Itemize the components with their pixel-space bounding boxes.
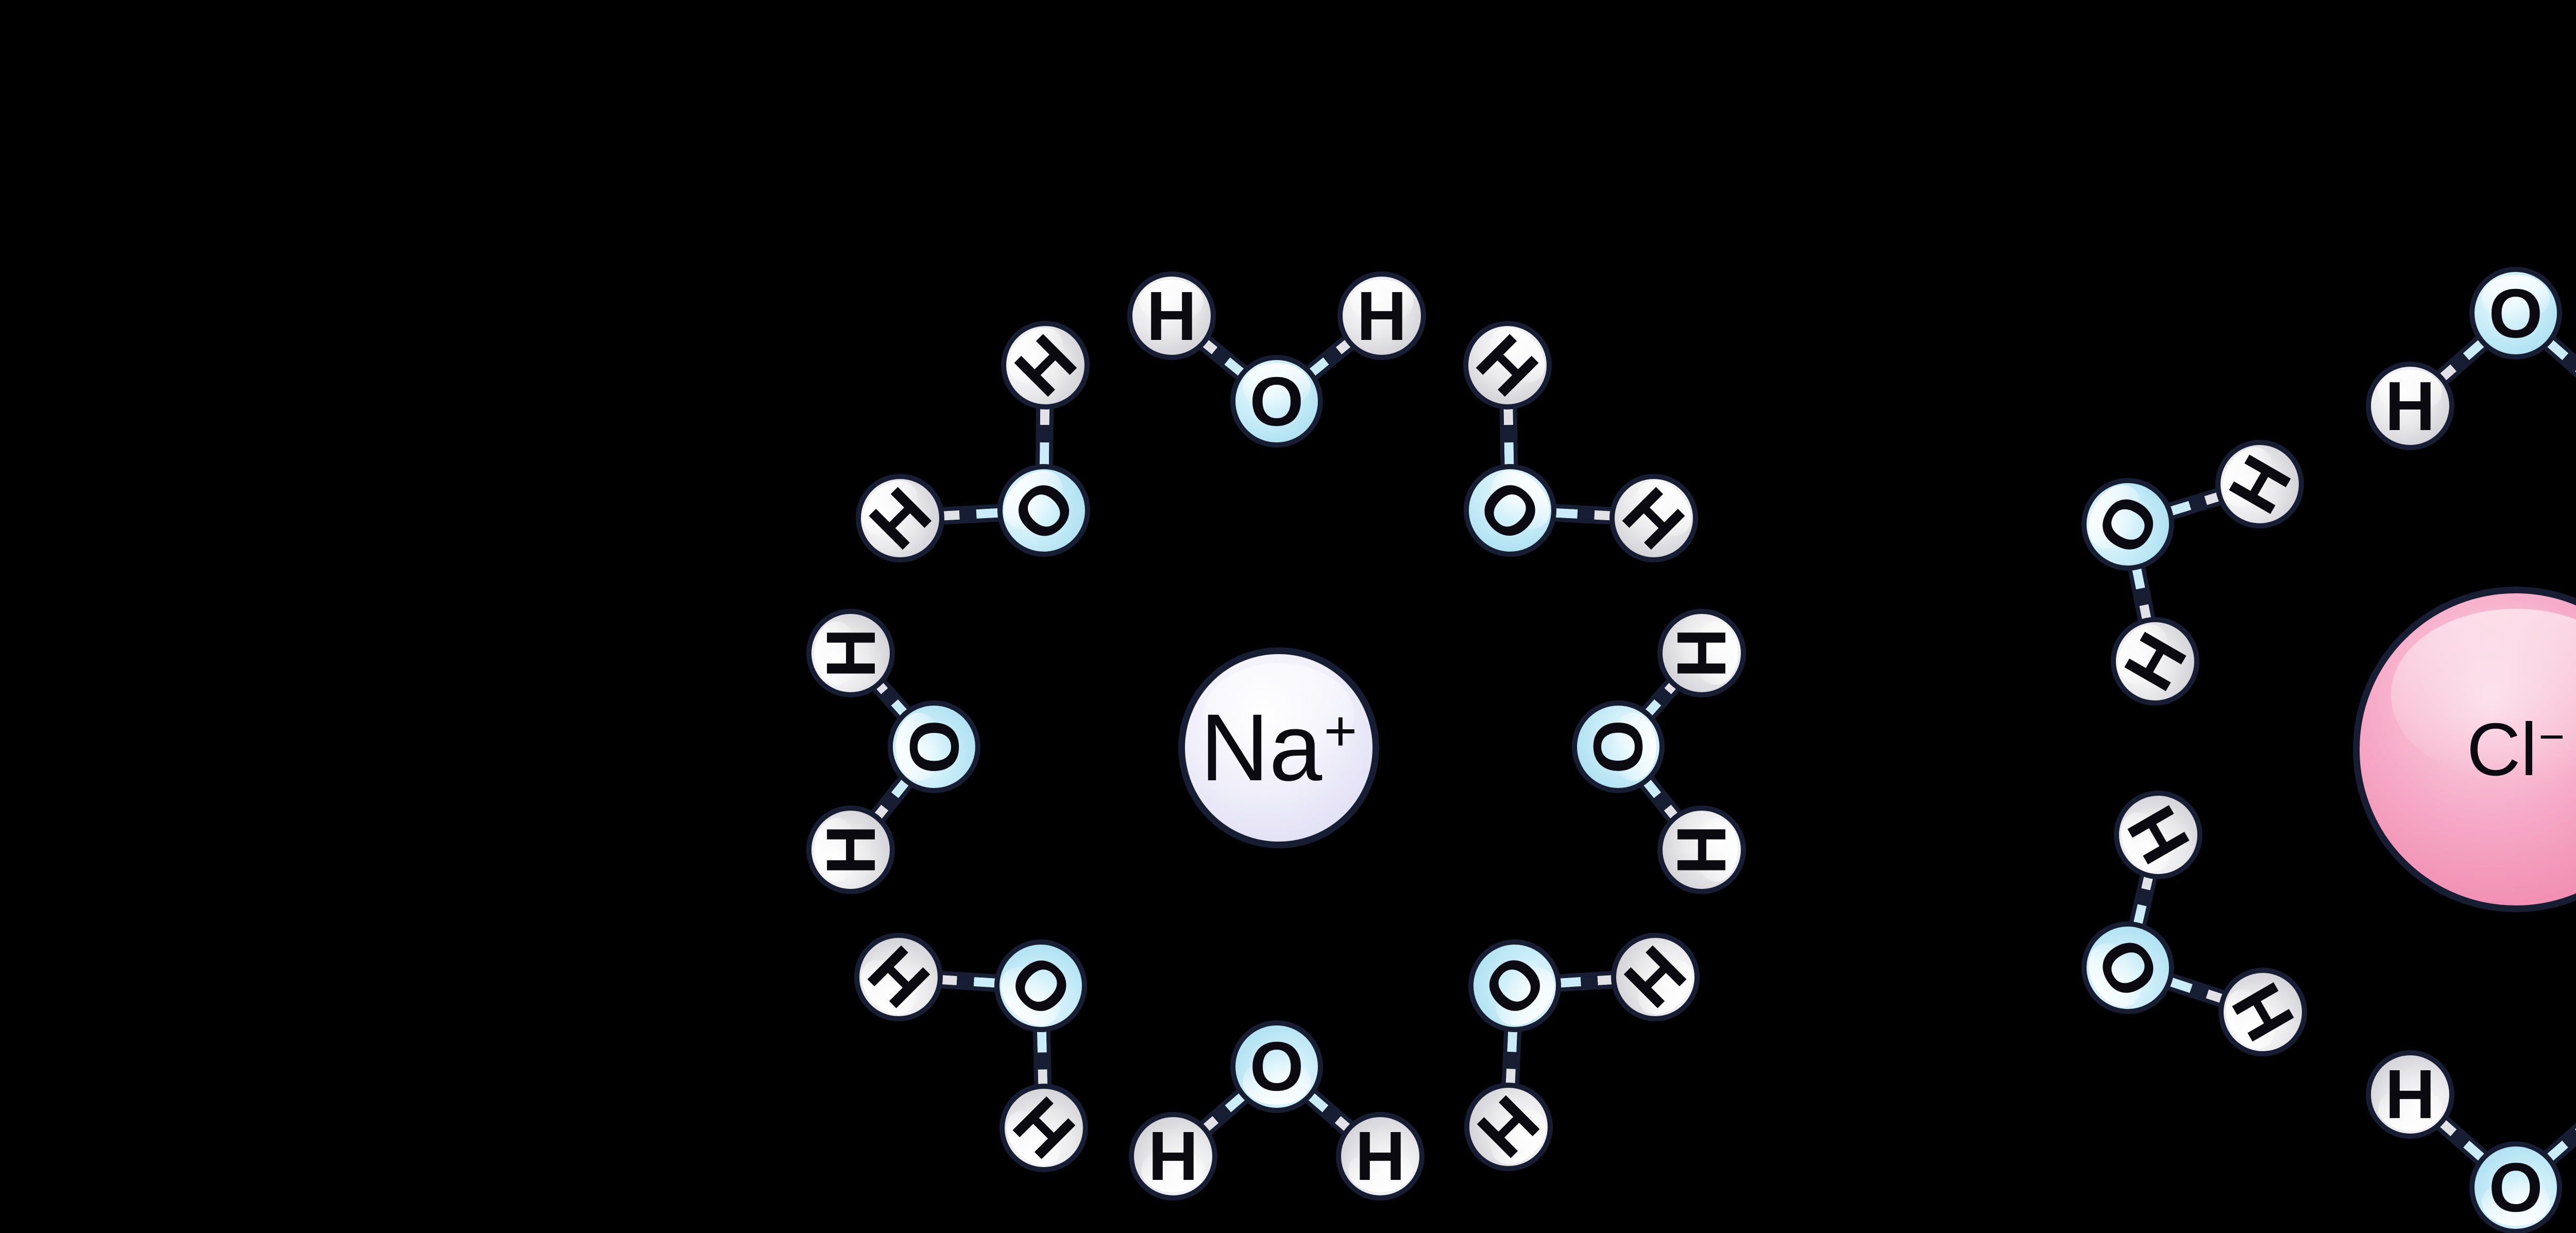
atom-symbol: H — [1148, 1117, 1198, 1195]
atom-symbol: H — [998, 1083, 1089, 1173]
atom-symbol: H — [811, 825, 890, 875]
atom-symbol: O — [994, 939, 1088, 1033]
atom-symbol: H — [855, 473, 945, 563]
atom-symbol: H — [1000, 320, 1091, 410]
atom-symbol: H — [1463, 1082, 1554, 1172]
atom-symbol: O — [2488, 274, 2543, 352]
oxygen-atom: O — [1230, 355, 1323, 448]
atom-symbol: H — [2385, 1055, 2435, 1134]
atom-symbol: H — [853, 932, 944, 1022]
hydrogen-atom: H — [1129, 1112, 1217, 1201]
atom-symbol: H — [1610, 932, 1701, 1022]
atom-symbol: H — [2109, 620, 2201, 703]
sodium-ion: Na+ — [1178, 647, 1379, 848]
atom-symbol: O — [1249, 1028, 1304, 1106]
ion-charge: + — [1324, 698, 1358, 763]
hydrogen-atom: H — [1336, 1112, 1425, 1201]
atom-symbol: H — [2385, 367, 2435, 445]
atom-symbol: H — [1462, 320, 1553, 410]
atom-symbol: H — [1608, 473, 1699, 563]
atom-symbol: O — [1579, 720, 1657, 774]
atom-symbol: H — [2213, 443, 2306, 525]
hydrogen-atom: H — [2366, 1050, 2454, 1139]
ion-label: Cl− — [2467, 712, 2565, 787]
atom-symbol: H — [811, 628, 890, 678]
oxygen-atom: O — [1230, 1020, 1323, 1113]
oxygen-atom: O — [2469, 267, 2562, 359]
hydrogen-atom: H — [806, 609, 895, 697]
atom-symbol: O — [997, 464, 1091, 557]
atom-symbol: O — [2080, 924, 2175, 1011]
hydrogen-atom: H — [806, 806, 895, 894]
atom-symbol: H — [1357, 277, 1407, 355]
hydrogen-atom: H — [1337, 271, 1426, 360]
atom-symbol: O — [2080, 481, 2175, 568]
oxygen-atom: O — [1572, 700, 1665, 793]
oxygen-atom: O — [2469, 1141, 2562, 1233]
atom-symbol: O — [2488, 1149, 2543, 1227]
hydrogen-atom: H — [1657, 806, 1746, 894]
hydrogen-atom: H — [2366, 362, 2454, 450]
atom-symbol: H — [2112, 794, 2205, 876]
ion-charge: − — [2538, 711, 2565, 762]
atom-symbol: O — [1249, 362, 1304, 440]
ion-symbol: Cl — [2466, 707, 2537, 791]
atom-symbol: O — [1463, 464, 1557, 557]
atom-symbol: O — [1468, 939, 1562, 1033]
atom-symbol: H — [1355, 1117, 1405, 1195]
atom-symbol: H — [1146, 277, 1197, 355]
atom-symbol: H — [1663, 628, 1741, 678]
oxygen-atom: O — [888, 700, 980, 793]
hydrogen-atom: H — [1127, 271, 1216, 360]
hydrogen-atom: H — [1657, 609, 1746, 697]
ion-symbol: Na — [1200, 694, 1323, 801]
atom-symbol: H — [2216, 971, 2309, 1053]
atom-symbol: H — [1663, 825, 1741, 875]
ion-label: Na+ — [1200, 700, 1358, 796]
atom-symbol: O — [895, 720, 973, 774]
